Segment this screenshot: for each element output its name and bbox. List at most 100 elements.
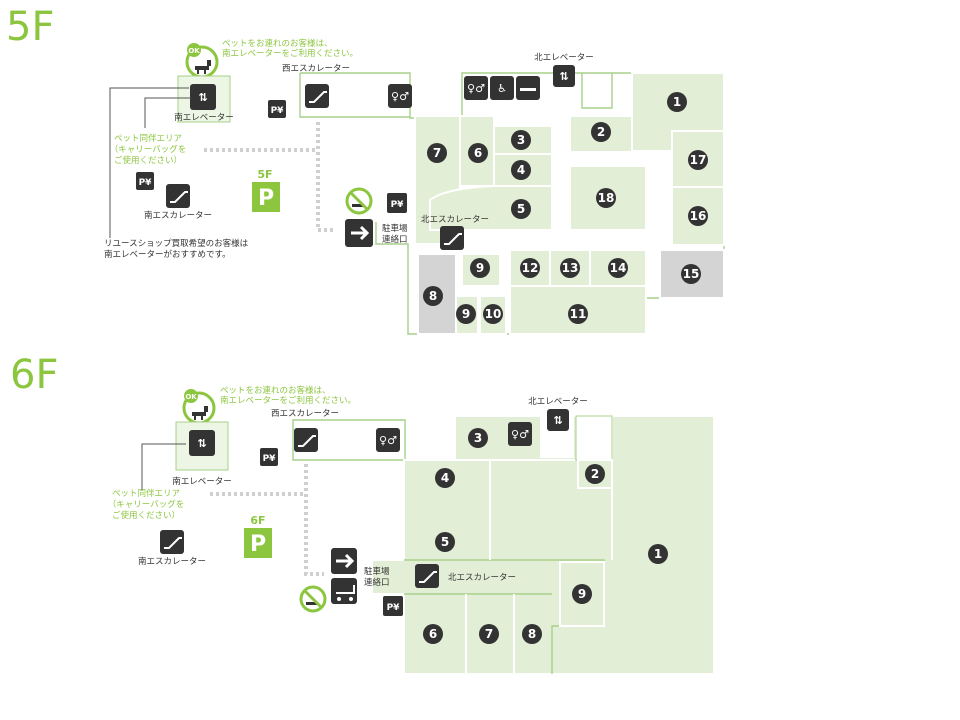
parking-payment-icon[interactable] — [260, 448, 278, 466]
escalator-icon[interactable] — [160, 530, 184, 554]
elevator-icon[interactable] — [553, 65, 575, 87]
svg-text:4: 4 — [517, 163, 525, 177]
parking-floor-label-6f: 6F — [250, 514, 265, 527]
pet-notice-5f-line2: 南エレベーターをご利用ください。 — [222, 48, 358, 59]
svg-text:P¥: P¥ — [139, 178, 153, 188]
svg-text:5: 5 — [441, 535, 449, 549]
escalator-icon[interactable] — [440, 226, 464, 250]
svg-text:1: 1 — [654, 547, 662, 561]
svg-text:1: 1 — [673, 95, 681, 109]
pet-notice-5f-line1: ペットをお連れのお客様は、 — [222, 38, 333, 49]
pet-area-label-5f-1: ペット同伴エリア — [114, 133, 182, 144]
elevator-icon[interactable] — [189, 430, 215, 456]
svg-text:7: 7 — [485, 627, 493, 641]
no-pets-icon — [299, 585, 327, 613]
elevator-icon[interactable] — [190, 84, 216, 110]
svg-text:♿: ♿ — [497, 82, 507, 95]
svg-text:18: 18 — [598, 191, 615, 205]
svg-text:4: 4 — [441, 471, 449, 485]
accessible-restroom-icon[interactable] — [490, 76, 514, 100]
west-escalator-label-5f: 西エスカレーター — [282, 64, 350, 74]
escalator-icon[interactable] — [294, 428, 318, 452]
pet-area-label-6f-1: ペット同伴エリア — [112, 488, 180, 499]
parking-payment-icon[interactable] — [383, 596, 403, 616]
svg-text:連絡口: 連絡口 — [364, 577, 390, 588]
restroom-group-5f[interactable]: ♀♂ ♿ — [464, 76, 540, 100]
restroom-icon[interactable] — [508, 422, 532, 446]
parking-payment-icon[interactable] — [387, 193, 407, 213]
svg-text:♀♂: ♀♂ — [511, 428, 529, 441]
svg-text:（キャリーバッグを: （キャリーバッグを — [108, 499, 184, 510]
shop-area-15[interactable] — [659, 249, 725, 299]
pet-allowed-icon: OK — [182, 389, 216, 425]
south-escalator-label-6f: 南エスカレーター — [138, 556, 206, 567]
south-escalator-label-5f: 南エスカレーター — [144, 210, 212, 221]
svg-text:P¥: P¥ — [263, 454, 277, 464]
escalator-icon[interactable] — [305, 84, 329, 108]
svg-text:9: 9 — [476, 261, 484, 275]
shop-number-markers-5f: 1 2 3 4 5 6 7 8 9 9 10 11 12 13 14 15 16… — [423, 92, 708, 324]
svg-text:11: 11 — [570, 307, 587, 321]
svg-text:⇅: ⇅ — [197, 437, 206, 450]
pet-notice-6f-line1: ペットをお連れのお客様は、 — [220, 385, 331, 396]
floor-title-6f: 6F — [10, 352, 58, 398]
parking-payment-icon[interactable] — [136, 172, 154, 190]
svg-text:♀♂: ♀♂ — [379, 434, 397, 447]
escalator-icon[interactable] — [166, 184, 190, 208]
svg-text:OK: OK — [185, 393, 197, 401]
svg-text:5: 5 — [517, 202, 525, 216]
svg-text:連絡口: 連絡口 — [382, 234, 408, 245]
svg-text:P: P — [250, 532, 266, 557]
parking-icon[interactable] — [252, 182, 280, 212]
south-elevator-label-6f: 南エレベーター — [172, 476, 232, 487]
floor-6f: 6F 1 2 3 4 5 6 7 8 9 ♀♂ 北エレベーター ⇅ 西エスカレー… — [10, 352, 715, 675]
svg-text:7: 7 — [433, 146, 441, 160]
svg-text:⇅: ⇅ — [198, 91, 207, 104]
restroom-icon[interactable] — [464, 76, 488, 100]
parking-link-label-6f-1: 駐車場 — [364, 566, 390, 577]
svg-text:ご使用ください）: ご使用ください） — [114, 155, 182, 166]
floor-title-5f: 5F — [6, 4, 54, 50]
elevator-icon[interactable] — [547, 409, 569, 431]
parking-floor-label-5f: 5F — [257, 168, 272, 181]
svg-text:⇅: ⇅ — [553, 414, 562, 427]
svg-text:2: 2 — [591, 467, 599, 481]
north-elevator-label-6f: 北エレベーター — [528, 397, 588, 407]
svg-text:P¥: P¥ — [391, 200, 405, 210]
pet-notice-6f-line2: 南エレベーターをご利用ください。 — [220, 395, 356, 406]
north-elevator-label-5f: 北エレベーター — [534, 53, 594, 63]
restroom-icon[interactable] — [376, 428, 400, 452]
svg-text:17: 17 — [690, 153, 707, 167]
svg-text:12: 12 — [522, 261, 539, 275]
parking-icon[interactable] — [244, 528, 272, 558]
svg-text:9: 9 — [578, 587, 586, 601]
shop-number-markers-6f: 1 2 3 4 5 6 7 8 9 — [423, 428, 668, 644]
building-outline-6f — [371, 415, 715, 675]
svg-text:P¥: P¥ — [271, 106, 285, 116]
svg-text:ご使用ください）: ご使用ください） — [112, 510, 180, 521]
svg-text:⇅: ⇅ — [559, 70, 568, 83]
reuse-note-line2: 南エレベーターがおすすめです。 — [104, 249, 231, 260]
svg-text:15: 15 — [683, 267, 700, 281]
svg-text:OK: OK — [188, 47, 200, 55]
west-escalator-label-6f: 西エスカレーター — [271, 409, 339, 419]
south-elevator-label-5f: 南エレベーター — [174, 112, 234, 123]
svg-text:（キャリーバッグを: （キャリーバッグを — [110, 144, 186, 155]
svg-text:16: 16 — [690, 209, 707, 223]
svg-text:3: 3 — [517, 133, 525, 147]
restroom-icon[interactable] — [388, 84, 412, 108]
escalator-icon[interactable] — [415, 564, 439, 588]
parking-link-label-5f-1: 駐車場 — [382, 223, 408, 234]
svg-text:9: 9 — [462, 307, 470, 321]
pet-allowed-icon: OK — [185, 43, 219, 79]
north-escalator-label-6f: 北エスカレーター — [448, 573, 516, 583]
shop-area-5[interactable] — [429, 185, 553, 231]
parking-payment-icon[interactable] — [268, 100, 286, 118]
svg-text:P: P — [258, 186, 274, 211]
svg-text:3: 3 — [474, 431, 482, 445]
svg-text:6: 6 — [429, 627, 437, 641]
svg-text:8: 8 — [429, 289, 437, 303]
svg-text:8: 8 — [528, 627, 536, 641]
svg-text:6: 6 — [474, 146, 482, 160]
